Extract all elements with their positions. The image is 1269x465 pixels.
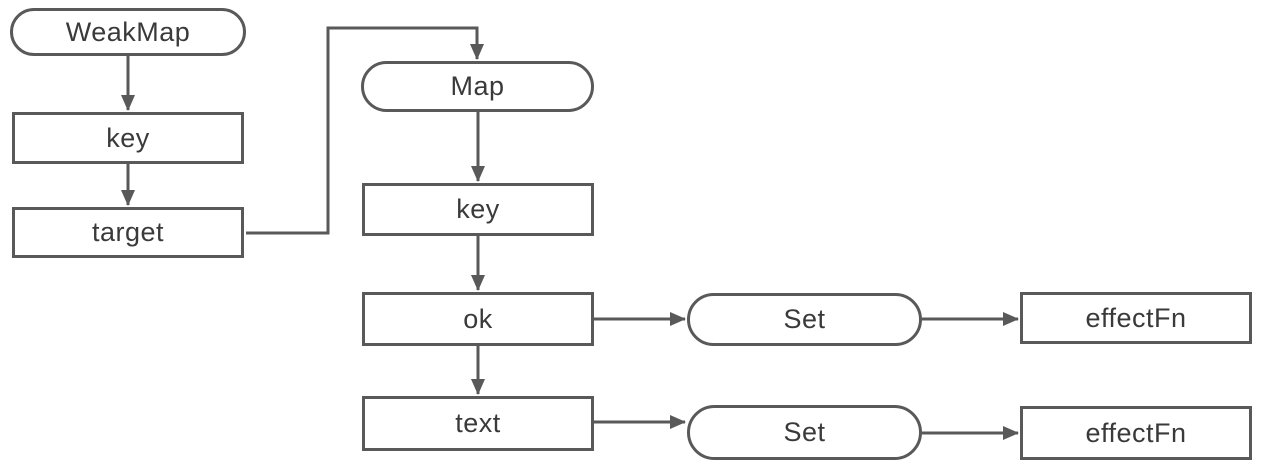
edge-target-map [246, 26, 484, 235]
node-weakmap-label: WeakMap [65, 16, 191, 47]
node-text-label: text [455, 408, 501, 438]
node-target-label: target [91, 217, 165, 247]
node-key-left-label: key [106, 122, 150, 153]
node-effectfn-bottom: effectFn [1020, 406, 1252, 460]
node-key-middle: key [362, 183, 594, 236]
node-ok: ok [362, 292, 594, 346]
node-set-top-label: Set [783, 304, 826, 334]
node-key-left: key [12, 112, 244, 164]
node-effectfn-top-label: effectFn [1085, 302, 1187, 333]
node-map: Map [361, 61, 594, 112]
node-set-bottom: Set [687, 405, 922, 460]
node-weakmap: WeakMap [10, 8, 246, 56]
node-set-bottom-label: Set [783, 417, 826, 447]
node-ok-label: ok [463, 303, 493, 334]
node-effectfn-top: effectFn [1020, 292, 1252, 344]
node-effectfn-bottom-label: effectFn [1085, 417, 1187, 448]
node-text: text [362, 396, 594, 451]
node-target: target [12, 207, 244, 258]
node-map-label: Map [450, 71, 505, 101]
node-set-top: Set [687, 293, 922, 346]
node-key-middle-label: key [456, 194, 500, 224]
